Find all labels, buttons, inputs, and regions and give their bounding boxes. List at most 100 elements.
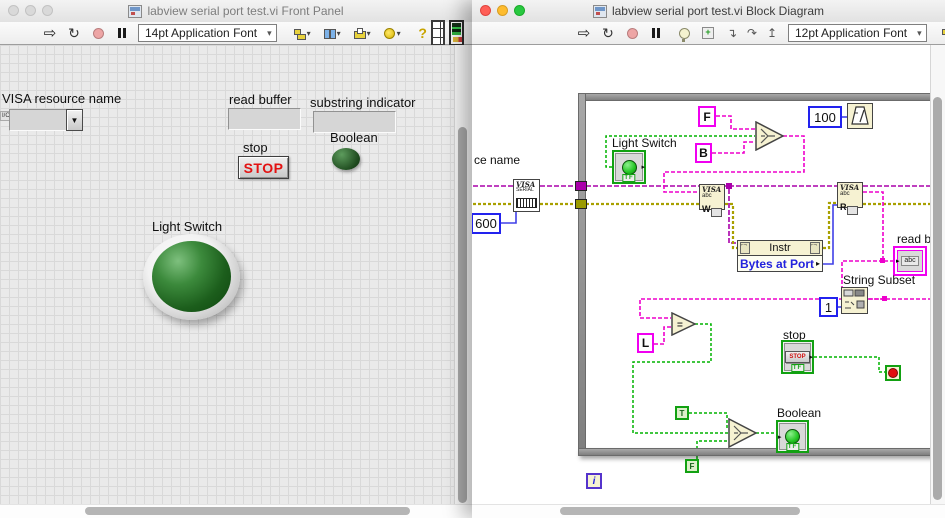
visa-read-node[interactable]: VISA abc R xyxy=(837,182,863,215)
visa-tunnel[interactable] xyxy=(575,181,587,191)
run-icon: ⇨ xyxy=(577,24,591,42)
pause-button[interactable] xyxy=(114,23,130,43)
clipboard-icon xyxy=(710,208,722,217)
pause-button[interactable] xyxy=(648,23,664,43)
reorder-button[interactable]: ▾ xyxy=(381,27,403,39)
boolean-label: Boolean xyxy=(330,130,378,145)
block-diagram-titlebar[interactable]: labview serial port test.vi Block Diagra… xyxy=(472,0,945,23)
wires-layer xyxy=(473,115,945,459)
vscroll-thumb[interactable] xyxy=(933,97,942,500)
step-out-icon: ↥ xyxy=(766,26,778,40)
front-panel-titlebar[interactable]: labview serial port test.vi Front Panel xyxy=(0,0,472,23)
chevron-down-icon: ▾ xyxy=(267,27,272,38)
boolean-terminal-label: Boolean xyxy=(777,406,822,420)
wire-junction xyxy=(726,183,732,189)
hscroll-thumb[interactable] xyxy=(85,507,410,515)
equal-function[interactable]: = xyxy=(671,312,697,336)
stop-button[interactable]: STOP xyxy=(238,156,289,179)
equal-glyph: = xyxy=(677,320,683,331)
align-objects-button[interactable]: ▾ xyxy=(939,27,945,40)
font-selector[interactable]: 14pt Application Font ▾ xyxy=(138,24,277,42)
chevron-down-icon: ▾ xyxy=(336,29,341,38)
highlight-execution-button[interactable] xyxy=(676,23,692,43)
connector-pane-icon[interactable] xyxy=(430,20,446,46)
abort-button[interactable] xyxy=(624,23,640,43)
substring-indicator xyxy=(313,111,396,133)
stop-terminal[interactable]: STOP ▸ TF xyxy=(781,340,814,374)
string-subset-node[interactable] xyxy=(841,287,868,314)
resource-name-label: ce name xyxy=(474,153,521,167)
boolean-terminal[interactable]: ▸ TF xyxy=(776,420,809,453)
step-into-button[interactable]: ↴ xyxy=(724,23,740,43)
vi-icon[interactable] xyxy=(449,20,464,46)
front-panel-hscrollbar[interactable] xyxy=(0,504,472,518)
string-constant-f[interactable]: F xyxy=(698,106,716,127)
context-help-button[interactable]: ? xyxy=(418,25,427,41)
minimize-button[interactable] xyxy=(497,5,508,16)
select-function[interactable] xyxy=(755,121,785,151)
light-switch-button[interactable] xyxy=(152,241,231,312)
step-out-button[interactable]: ↥ xyxy=(764,23,780,43)
vscroll-thumb[interactable] xyxy=(458,127,467,503)
read-letter: R xyxy=(840,202,847,212)
boolean-led[interactable] xyxy=(332,148,360,170)
zoom-button[interactable] xyxy=(514,5,525,16)
block-diagram-vscrollbar[interactable] xyxy=(930,45,945,505)
false-constant[interactable]: F xyxy=(685,459,699,473)
font-selector[interactable]: 12pt Application Font ▾ xyxy=(788,24,927,42)
abort-button[interactable] xyxy=(90,23,106,43)
front-panel-canvas[interactable]: VISA resource name I/O ▼ read buffer sub… xyxy=(0,45,455,505)
serial-word: SERIAL xyxy=(516,187,534,193)
numeric-constant-1[interactable]: 1 xyxy=(819,297,838,317)
hscroll-thumb[interactable] xyxy=(560,507,800,515)
step-into-icon: ↴ xyxy=(726,26,738,40)
expand-right-icon: ▸ xyxy=(815,259,820,268)
close-button[interactable] xyxy=(8,5,19,16)
string-constant-b[interactable]: B xyxy=(695,143,712,163)
while-loop-top-border[interactable] xyxy=(578,93,945,101)
baud-rate-constant[interactable]: 600 xyxy=(472,213,501,234)
block-diagram-hscrollbar[interactable] xyxy=(472,504,945,518)
run-button[interactable]: ⇨ xyxy=(42,23,58,43)
while-loop-bottom-border[interactable] xyxy=(578,448,945,456)
visa-resource-name-field[interactable] xyxy=(9,109,67,131)
led-icon xyxy=(785,429,800,444)
run-button[interactable]: ⇨ xyxy=(576,23,592,43)
select-function-2[interactable] xyxy=(728,418,758,448)
string-constant-l[interactable]: L xyxy=(637,333,654,353)
run-continuous-button[interactable]: ↻ xyxy=(600,23,616,43)
output-arrow-icon: ▸ xyxy=(641,164,645,171)
close-button[interactable] xyxy=(480,5,491,16)
traffic-lights[interactable] xyxy=(8,5,53,16)
read-buffer-terminal[interactable]: ▸ abc xyxy=(893,246,927,276)
substring-indicator-label: substring indicator xyxy=(310,95,416,110)
visa-configure-serial-port-node[interactable]: VISA SERIAL xyxy=(513,179,540,212)
align-objects-button[interactable]: ▾ xyxy=(291,27,313,40)
loop-condition-terminal[interactable] xyxy=(885,365,901,381)
retain-wire-values-button[interactable]: + xyxy=(700,23,716,43)
visa-resource-dropdown-button[interactable]: ▼ xyxy=(66,109,83,131)
input-arrow-icon: ▸ xyxy=(778,433,782,441)
block-diagram-canvas[interactable]: ce name VISA SERIAL 600 Light Switch ▸ T… xyxy=(472,0,945,518)
minimize-button[interactable] xyxy=(25,5,36,16)
light-switch-terminal[interactable]: ▸ TF xyxy=(612,150,646,184)
while-loop-left-border[interactable] xyxy=(578,93,586,456)
property-node-header[interactable]: ⌐¬ Instr ⌐¬ xyxy=(737,240,823,256)
read-buffer-indicator xyxy=(228,108,301,130)
resize-objects-button[interactable]: ▾ xyxy=(351,27,373,39)
visa-write-node[interactable]: VISA abc W xyxy=(699,184,725,217)
front-panel-vscrollbar[interactable] xyxy=(454,45,472,505)
traffic-lights[interactable] xyxy=(480,5,525,16)
numeric-constant-100[interactable]: 100 xyxy=(808,106,842,128)
true-constant[interactable]: T xyxy=(675,406,689,420)
property-node-item[interactable]: Bytes at Port ▸ xyxy=(737,255,823,272)
loop-iteration-terminal[interactable]: i xyxy=(586,473,602,489)
step-over-button[interactable]: ↷ xyxy=(744,23,760,43)
error-tunnel[interactable] xyxy=(575,199,587,209)
distribute-objects-button[interactable]: ▾ xyxy=(321,27,343,39)
run-continuous-button[interactable]: ↻ xyxy=(66,23,82,43)
input-arrow-icon: ▸ xyxy=(896,258,900,265)
zoom-button[interactable] xyxy=(42,5,53,16)
stop-sign-icon xyxy=(888,368,898,378)
wait-ms-node[interactable] xyxy=(847,103,873,129)
